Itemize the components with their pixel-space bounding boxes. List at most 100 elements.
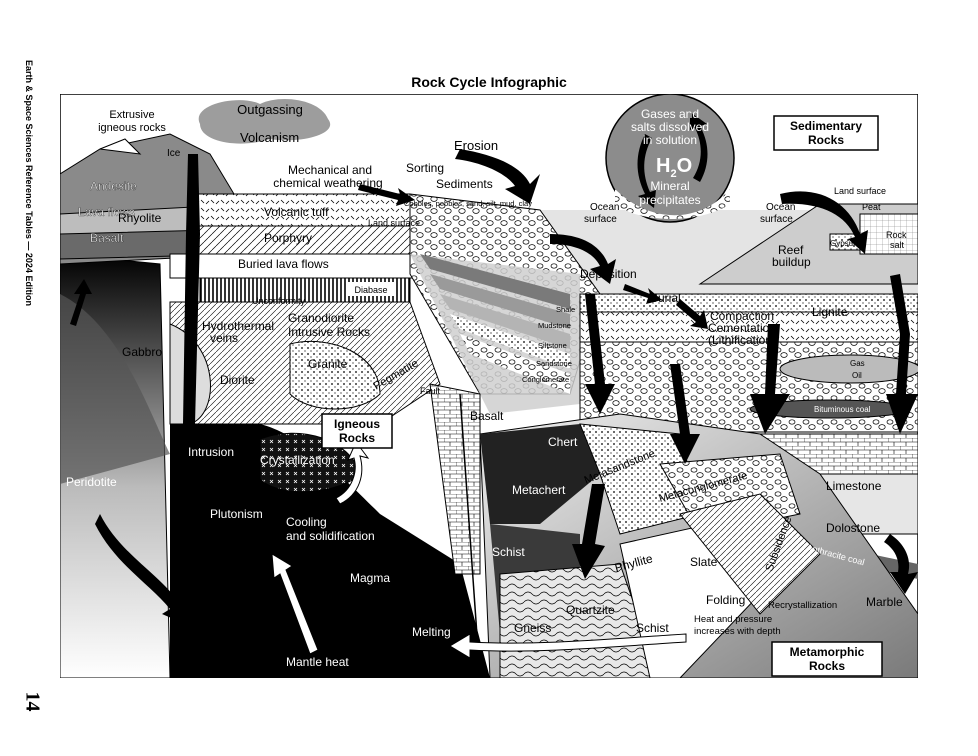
water-arrow-right [690,112,708,182]
diagram-title: Rock Cycle Infographic [411,74,567,90]
mantle-heat-label: Mantle heat [286,655,349,669]
weathering-arrow [358,184,415,206]
heat-pressure-label-2: increases with depth [694,626,781,637]
compaction-label-3: (Lithification) [708,333,776,347]
page-number: 14 [21,691,44,712]
peat-label: Peat [862,202,881,212]
hydrothermal-label-2: veins [210,331,238,345]
deposition-label: Deposition [580,267,637,281]
extrusive-label-2: igneous rocks [98,122,166,134]
slate-zone [679,493,821,615]
lignite-label: Lignite [812,305,848,319]
cooling-label-1: Cooling [286,515,327,529]
rock-cycle-diagram: Extrusive igneous rocks Outgassing Volca… [60,94,918,678]
sorting-label: Sorting [406,161,444,175]
fault-line [459,393,481,678]
reef-label-1: Reef [778,243,804,257]
metamorphic-box-label-2: Rocks [809,659,845,673]
diabase-label: Diabase [354,285,387,295]
rock-salt-label-2: salt [890,240,905,250]
heat-pressure-label-1: Heat and pressure [694,614,772,625]
marble-label: Marble [866,595,903,609]
outgassing-label: Outgassing [237,102,303,117]
quartzite-label: Quartzite [566,603,615,617]
compaction-arrow [676,299,708,329]
shale-label: Shale [556,305,575,314]
metamorphic-box [771,641,883,677]
mechanical-label-1: Mechanical and [288,163,372,177]
compaction-label-1: Compaction [710,309,774,323]
diabase-tag [346,282,396,296]
dolostone-label: Dolostone [826,521,880,535]
recrystallization-label: Recrystallization [768,600,837,611]
side-header-text: Earth & Space Sciences Reference Tables … [24,60,34,306]
metasandstone-zone [579,423,701,535]
basalt-mid-label: Basalt [470,409,504,423]
mineral-label-1: Mineral [650,179,689,193]
melting-label: Melting [412,625,451,639]
fault-label: Fault [420,386,441,396]
schist-1-label: Schist [492,545,525,559]
burial-arrow [623,284,662,304]
erosion-label: Erosion [454,138,498,153]
crystallization-label: Crystallization [260,453,335,467]
gabbro-label: Gabbro [122,345,162,359]
granodiorite-label-2: Intrusive Rocks [288,325,370,339]
extrusive-label-1: Extrusive [109,109,154,121]
reef-label-2: buildup [772,255,811,269]
igneous-box-label-1: Igneous [334,417,380,431]
gabbro-arrow [70,279,92,326]
gases-label-2: salts dissolved [631,120,709,134]
rhyolite-label: Rhyolite [118,211,162,225]
cooling-arrow [335,441,370,505]
melting-arrow [449,633,687,659]
h2o-label: H2O [656,155,692,180]
metaconglomerate-arrow [750,324,790,434]
ocean-surface-2-label-2: surface [760,214,793,225]
marble-arrow [884,534,918,594]
mantle-heat-arrow [271,553,319,655]
basalt-top-label: Basalt [90,231,124,245]
granite-label: Granite [308,357,348,371]
limestone-arrow [886,274,918,434]
cobbles-label: Cobbles, pebbles, sand, silt, mud, clay [404,199,532,208]
gases-label-1: Gases and [641,107,699,121]
deposition-arrow [550,234,616,284]
igneous-box-label-2: Rocks [339,431,375,445]
quartzite-arrow [572,484,605,579]
metamorphic-box-label-1: Metamorphic [790,645,865,659]
sedimentary-strata [420,254,570,394]
chert-arrow [585,294,615,414]
chert-label: Chert [548,435,578,449]
metasandstone-arrow [670,364,700,464]
gas-label: Gas [850,359,865,368]
sedimentary-box-label-1: Sedimentary [790,119,862,133]
gneiss-label: Gneiss [514,621,551,635]
erosion-arrow [455,149,540,204]
peridotite-label: Peridotite [66,475,117,489]
granodiorite-label-1: Granodiorite [288,311,354,325]
cycle-arrows [70,112,918,659]
magma-label: Magma [350,571,390,585]
gabbro-zone [60,294,170,484]
land-surface-1-label: Land surface [368,218,420,228]
diorite-label: Diorite [220,373,255,387]
conglomerate-label: Conglomerate [522,375,569,384]
slate-label: Slate [690,555,718,569]
folding-label: Folding [706,593,745,607]
side-header: Earth & Space Sciences Reference Tables … [18,60,38,320]
water-arrow-left [637,134,656,208]
granite-zone [289,340,381,410]
metachert-label: Metachert [512,483,566,497]
rock-salt-label-1: Rock [886,230,907,240]
ice-label: Ice [167,148,181,159]
cooling-label-2: and solidification [286,529,375,543]
intrusion-label: Intrusion [188,445,234,459]
siltstone-label: Siltstone [538,341,567,350]
mudstone-label: Mudstone [538,321,571,330]
outgassing-cloud [198,99,331,144]
ocean-surface-1-label-2: surface [584,214,617,225]
volcanic-conduit [183,154,200,424]
plutonism-label: Plutonism [210,507,263,521]
sedimentary-box [773,115,879,151]
